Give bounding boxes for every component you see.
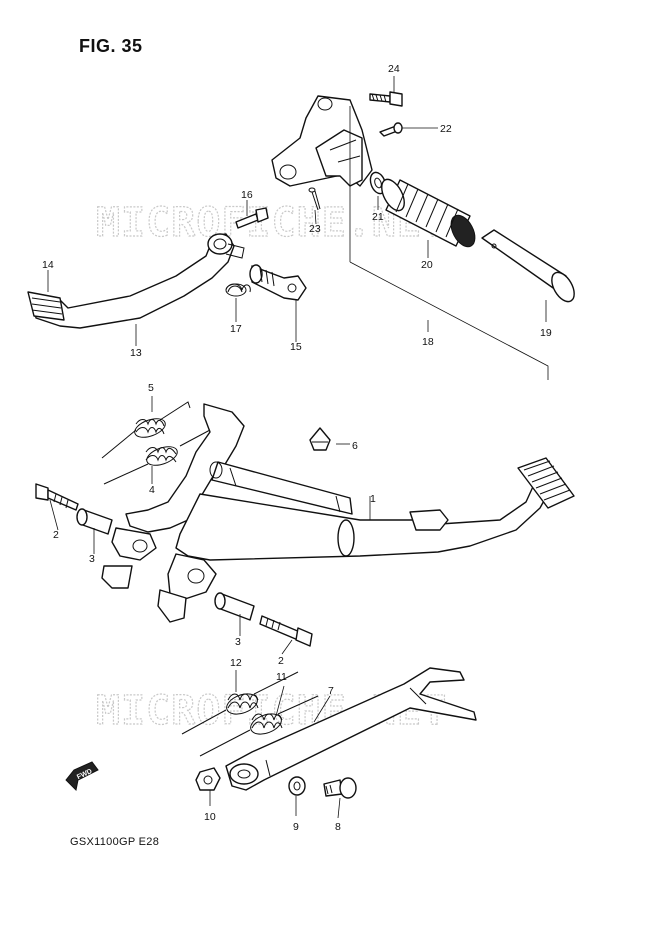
callout-10: 10 xyxy=(204,811,216,823)
callout-4: 4 xyxy=(149,484,155,496)
callout-3-top: 3 xyxy=(89,553,95,565)
link-rod-15 xyxy=(249,264,307,301)
side-stand-7 xyxy=(225,667,477,791)
bumper-6 xyxy=(309,427,331,451)
callout-15: 15 xyxy=(290,341,302,353)
callout-16: 16 xyxy=(241,189,253,201)
callout-23: 23 xyxy=(309,223,321,235)
callout-7: 7 xyxy=(328,685,334,697)
footrest-rubber-20 xyxy=(381,178,476,248)
shift-lever-13 xyxy=(31,233,245,329)
collar-3-top xyxy=(76,508,113,535)
callout-3-bottom: 3 xyxy=(235,636,241,648)
spring-12 xyxy=(181,671,299,735)
callout-2-bottom: 2 xyxy=(278,655,284,667)
callout-20: 20 xyxy=(421,259,433,271)
callout-5: 5 xyxy=(148,382,154,394)
callout-22: 22 xyxy=(440,123,452,135)
footrest-pin-19 xyxy=(481,229,575,303)
bolt-2-bottom xyxy=(259,615,313,647)
bolt-8 xyxy=(323,777,357,799)
callout-18: 18 xyxy=(422,336,434,348)
figure-title: FIG. 35 xyxy=(79,36,143,56)
model-code: GSX1100GP E28 xyxy=(70,836,160,848)
footrest-bracket xyxy=(271,95,373,187)
callout-9: 9 xyxy=(293,821,299,833)
callout-6: 6 xyxy=(352,440,358,452)
spring-17 xyxy=(225,283,251,297)
nut-10 xyxy=(195,767,221,791)
callout-21: 21 xyxy=(372,211,384,223)
callout-8: 8 xyxy=(335,821,341,833)
fwd-arrow-icon: FWD xyxy=(65,761,99,792)
cotter-pin-23 xyxy=(308,187,321,211)
center-stand-1 xyxy=(101,403,575,623)
collar-3-bottom xyxy=(214,592,255,621)
spring-5 xyxy=(101,401,191,459)
washer-9 xyxy=(288,776,306,796)
spring-11 xyxy=(199,695,319,757)
pin-22 xyxy=(379,122,403,137)
bolt-2-top xyxy=(35,483,79,511)
spring-4 xyxy=(103,429,211,485)
shift-rubber-14 xyxy=(27,291,65,321)
callout-11: 11 xyxy=(276,671,287,683)
callout-numbers: 1 2 2 3 3 4 5 6 7 8 9 10 11 12 13 14 15 … xyxy=(42,63,552,833)
callout-17: 17 xyxy=(230,323,242,335)
callout-14: 14 xyxy=(42,259,54,271)
callout-2-top: 2 xyxy=(53,529,59,541)
group-bracket-18 xyxy=(349,106,549,380)
callout-24: 24 xyxy=(388,63,400,75)
leader-lines xyxy=(47,76,547,819)
callout-13: 13 xyxy=(130,347,142,359)
callout-19: 19 xyxy=(540,327,552,339)
bolt-24 xyxy=(369,91,403,107)
bolt-16 xyxy=(235,207,269,229)
callout-1: 1 xyxy=(370,493,376,505)
callout-12: 12 xyxy=(230,657,242,669)
